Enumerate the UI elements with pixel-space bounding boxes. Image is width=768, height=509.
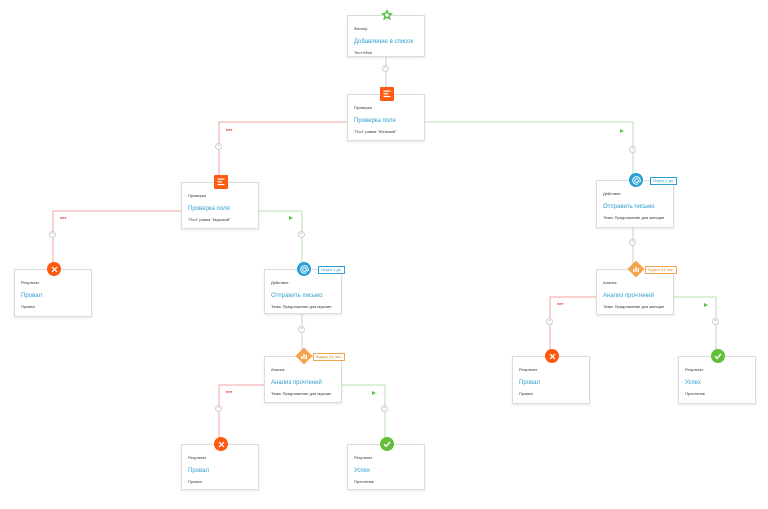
node-action[interactable]: Через 1 дн. Действие Отправить письмо Те… bbox=[596, 173, 677, 228]
node-title[interactable]: Успех bbox=[354, 468, 370, 474]
add-step-button[interactable]: + bbox=[712, 318, 719, 325]
node-type: Результат bbox=[354, 455, 373, 460]
node-desc: Провал bbox=[188, 479, 202, 484]
node-desc: "Пол" равна "Мужской" bbox=[188, 217, 231, 222]
node-title[interactable]: Проверка поля bbox=[188, 206, 230, 212]
node-desc: Тема: Предложение для мужчин bbox=[271, 391, 332, 396]
node-desc: Провал bbox=[21, 304, 35, 309]
node-type: Анализ bbox=[271, 367, 285, 372]
node-desc: "Пол" равна "Женский" bbox=[354, 129, 397, 134]
node-filter[interactable]: Фильтр Добавление в список Тест 69ch bbox=[347, 8, 425, 57]
node-desc: Тема: Предложение для женщин bbox=[603, 304, 665, 309]
node-title[interactable]: Отправить письмо bbox=[603, 204, 655, 210]
node-title[interactable]: Анализ прочтений bbox=[603, 293, 654, 299]
branch-yes-arrow-icon bbox=[372, 391, 376, 395]
branch-no-label: нет bbox=[226, 127, 233, 132]
node-desc: Тема: Предложение для женщин bbox=[603, 215, 665, 220]
node-analysis[interactable]: Ждать 24 час. Анализ Анализ прочтений Те… bbox=[596, 260, 677, 315]
analysis-icon bbox=[295, 347, 313, 365]
branch-no-label: нет bbox=[226, 389, 233, 394]
node-type: Действие bbox=[271, 280, 289, 285]
node-desc: Провал bbox=[519, 391, 533, 396]
analysis-icon bbox=[627, 260, 645, 278]
connector-yes bbox=[258, 210, 303, 263]
add-step-button[interactable]: + bbox=[298, 326, 305, 333]
node-title[interactable]: Успех bbox=[685, 380, 701, 386]
node-type: Проверка bbox=[188, 193, 206, 198]
connector-yes bbox=[341, 384, 386, 440]
add-step-button[interactable]: + bbox=[298, 231, 305, 238]
add-step-button[interactable]: + bbox=[629, 239, 636, 246]
delay-tag: Через 1 дн. bbox=[649, 177, 677, 185]
add-step-button[interactable]: + bbox=[546, 318, 553, 325]
close-icon bbox=[214, 437, 228, 451]
connector-no bbox=[549, 296, 596, 352]
email-icon bbox=[297, 262, 311, 276]
check-icon bbox=[711, 349, 725, 363]
connector-yes bbox=[672, 296, 717, 352]
connector-no bbox=[218, 384, 264, 440]
add-step-button[interactable]: + bbox=[215, 143, 222, 150]
close-icon bbox=[47, 262, 61, 276]
node-title[interactable]: Проверка поля bbox=[354, 118, 396, 124]
node-desc: Тест 69ch bbox=[354, 50, 373, 55]
add-step-button[interactable]: + bbox=[381, 405, 388, 412]
node-type: Результат bbox=[685, 367, 704, 372]
node-result[interactable]: Результат Провал Провал bbox=[512, 349, 590, 404]
node-check[interactable]: Проверка Проверка поля "Пол" равна "Мужс… bbox=[181, 175, 259, 229]
node-title[interactable]: Добавление в список bbox=[354, 39, 414, 45]
node-result[interactable]: Результат Успех Прочтение bbox=[347, 437, 425, 490]
node-desc: Прочтение bbox=[685, 391, 705, 396]
node-title[interactable]: Отправить письмо bbox=[271, 293, 323, 299]
delay-tag: Через 1 дн. bbox=[317, 266, 345, 274]
wait-tag: Ждать 24 час. bbox=[644, 266, 677, 274]
node-type: Действие bbox=[603, 191, 621, 196]
node-result[interactable]: Результат Провал Провал bbox=[14, 262, 92, 317]
wait-tag: Ждать 24 час. bbox=[312, 353, 345, 361]
connector-yes bbox=[425, 121, 634, 178]
add-step-button[interactable]: + bbox=[382, 65, 389, 72]
branch-yes-arrow-icon bbox=[620, 129, 624, 133]
form-icon bbox=[380, 87, 394, 101]
node-action[interactable]: Через 1 дн. Действие Отправить письмо Те… bbox=[264, 262, 345, 314]
email-icon bbox=[629, 173, 643, 187]
node-check[interactable]: Проверка Проверка поля "Пол" равна "Женс… bbox=[347, 87, 425, 141]
node-type: Результат bbox=[188, 455, 207, 460]
node-type: Результат bbox=[519, 367, 538, 372]
node-result[interactable]: Результат Успех Прочтение bbox=[678, 349, 756, 404]
node-title[interactable]: Провал bbox=[519, 380, 540, 386]
branch-no-label: нет bbox=[557, 301, 564, 306]
add-step-button[interactable]: + bbox=[215, 405, 222, 412]
node-type: Фильтр bbox=[354, 26, 368, 31]
node-title[interactable]: Провал bbox=[21, 293, 42, 299]
connector-no bbox=[218, 121, 347, 182]
node-analysis[interactable]: Ждать 24 час. Анализ Анализ прочтений Те… bbox=[264, 347, 345, 403]
branch-yes-arrow-icon bbox=[704, 303, 708, 307]
check-icon bbox=[380, 437, 394, 451]
form-icon bbox=[214, 175, 228, 189]
node-type: Анализ bbox=[603, 280, 617, 285]
node-desc: Прочтение bbox=[354, 479, 374, 484]
node-desc: Тема: Предложение для мужчин bbox=[271, 304, 332, 309]
node-type: Проверка bbox=[354, 105, 372, 110]
branch-no-label: нет bbox=[60, 215, 67, 220]
node-result[interactable]: Результат Провал Провал bbox=[181, 437, 259, 490]
connector-no bbox=[52, 210, 181, 266]
node-title[interactable]: Провал bbox=[188, 468, 209, 474]
close-icon bbox=[545, 349, 559, 363]
node-type: Результат bbox=[21, 280, 40, 285]
star-icon bbox=[380, 8, 394, 22]
add-step-button[interactable]: + bbox=[49, 231, 56, 238]
branch-yes-arrow-icon bbox=[289, 216, 293, 220]
add-step-button[interactable]: + bbox=[629, 146, 636, 153]
node-title[interactable]: Анализ прочтений bbox=[271, 380, 322, 386]
